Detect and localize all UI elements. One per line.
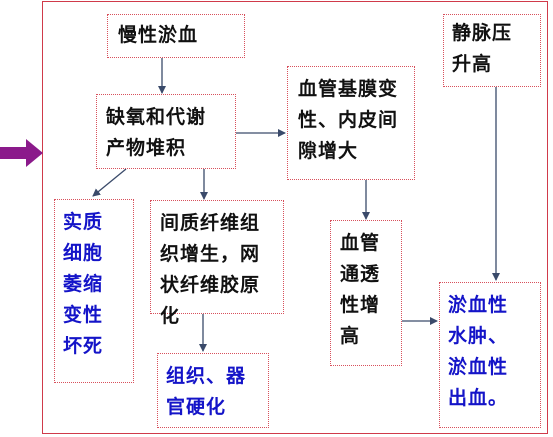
node-box-sclerosis (157, 353, 269, 428)
node-edema: 淤血性 水肿、 淤血性 出血。 (448, 294, 509, 409)
node-box-interstitial (150, 200, 284, 314)
node-hypoxia: 缺氧和代谢 产物堆积 (106, 106, 207, 159)
node-permeability: 血管 通透 性增 高 (340, 232, 381, 347)
node-box-edema (439, 282, 541, 428)
node-box-hypoxia (96, 94, 236, 169)
node-box-venous-pressure (443, 14, 541, 87)
node-box-chronic-congestion (107, 14, 245, 58)
node-venous-pressure: 静脉压 升高 (452, 22, 513, 75)
node-box-parenchyma (54, 199, 134, 383)
node-sclerosis: 组织、器 官硬化 (166, 365, 247, 418)
entry-arrow-icon (0, 139, 43, 167)
node-basement: 血管基膜变 性、内皮间 隙增大 (298, 78, 399, 162)
arrow-hypoxia-to-parenchyma (92, 168, 127, 197)
node-interstitial: 间质纤维组 织增生，网 状纤维胶原 化 (160, 212, 261, 327)
node-box-permeability (330, 220, 402, 366)
node-chronic-congestion: 慢性淤血 (118, 24, 199, 46)
node-parenchyma: 实质 细胞 萎缩 变性 坏死 (63, 211, 104, 357)
diagram-frame (42, 1, 548, 434)
node-box-basement (287, 66, 415, 180)
